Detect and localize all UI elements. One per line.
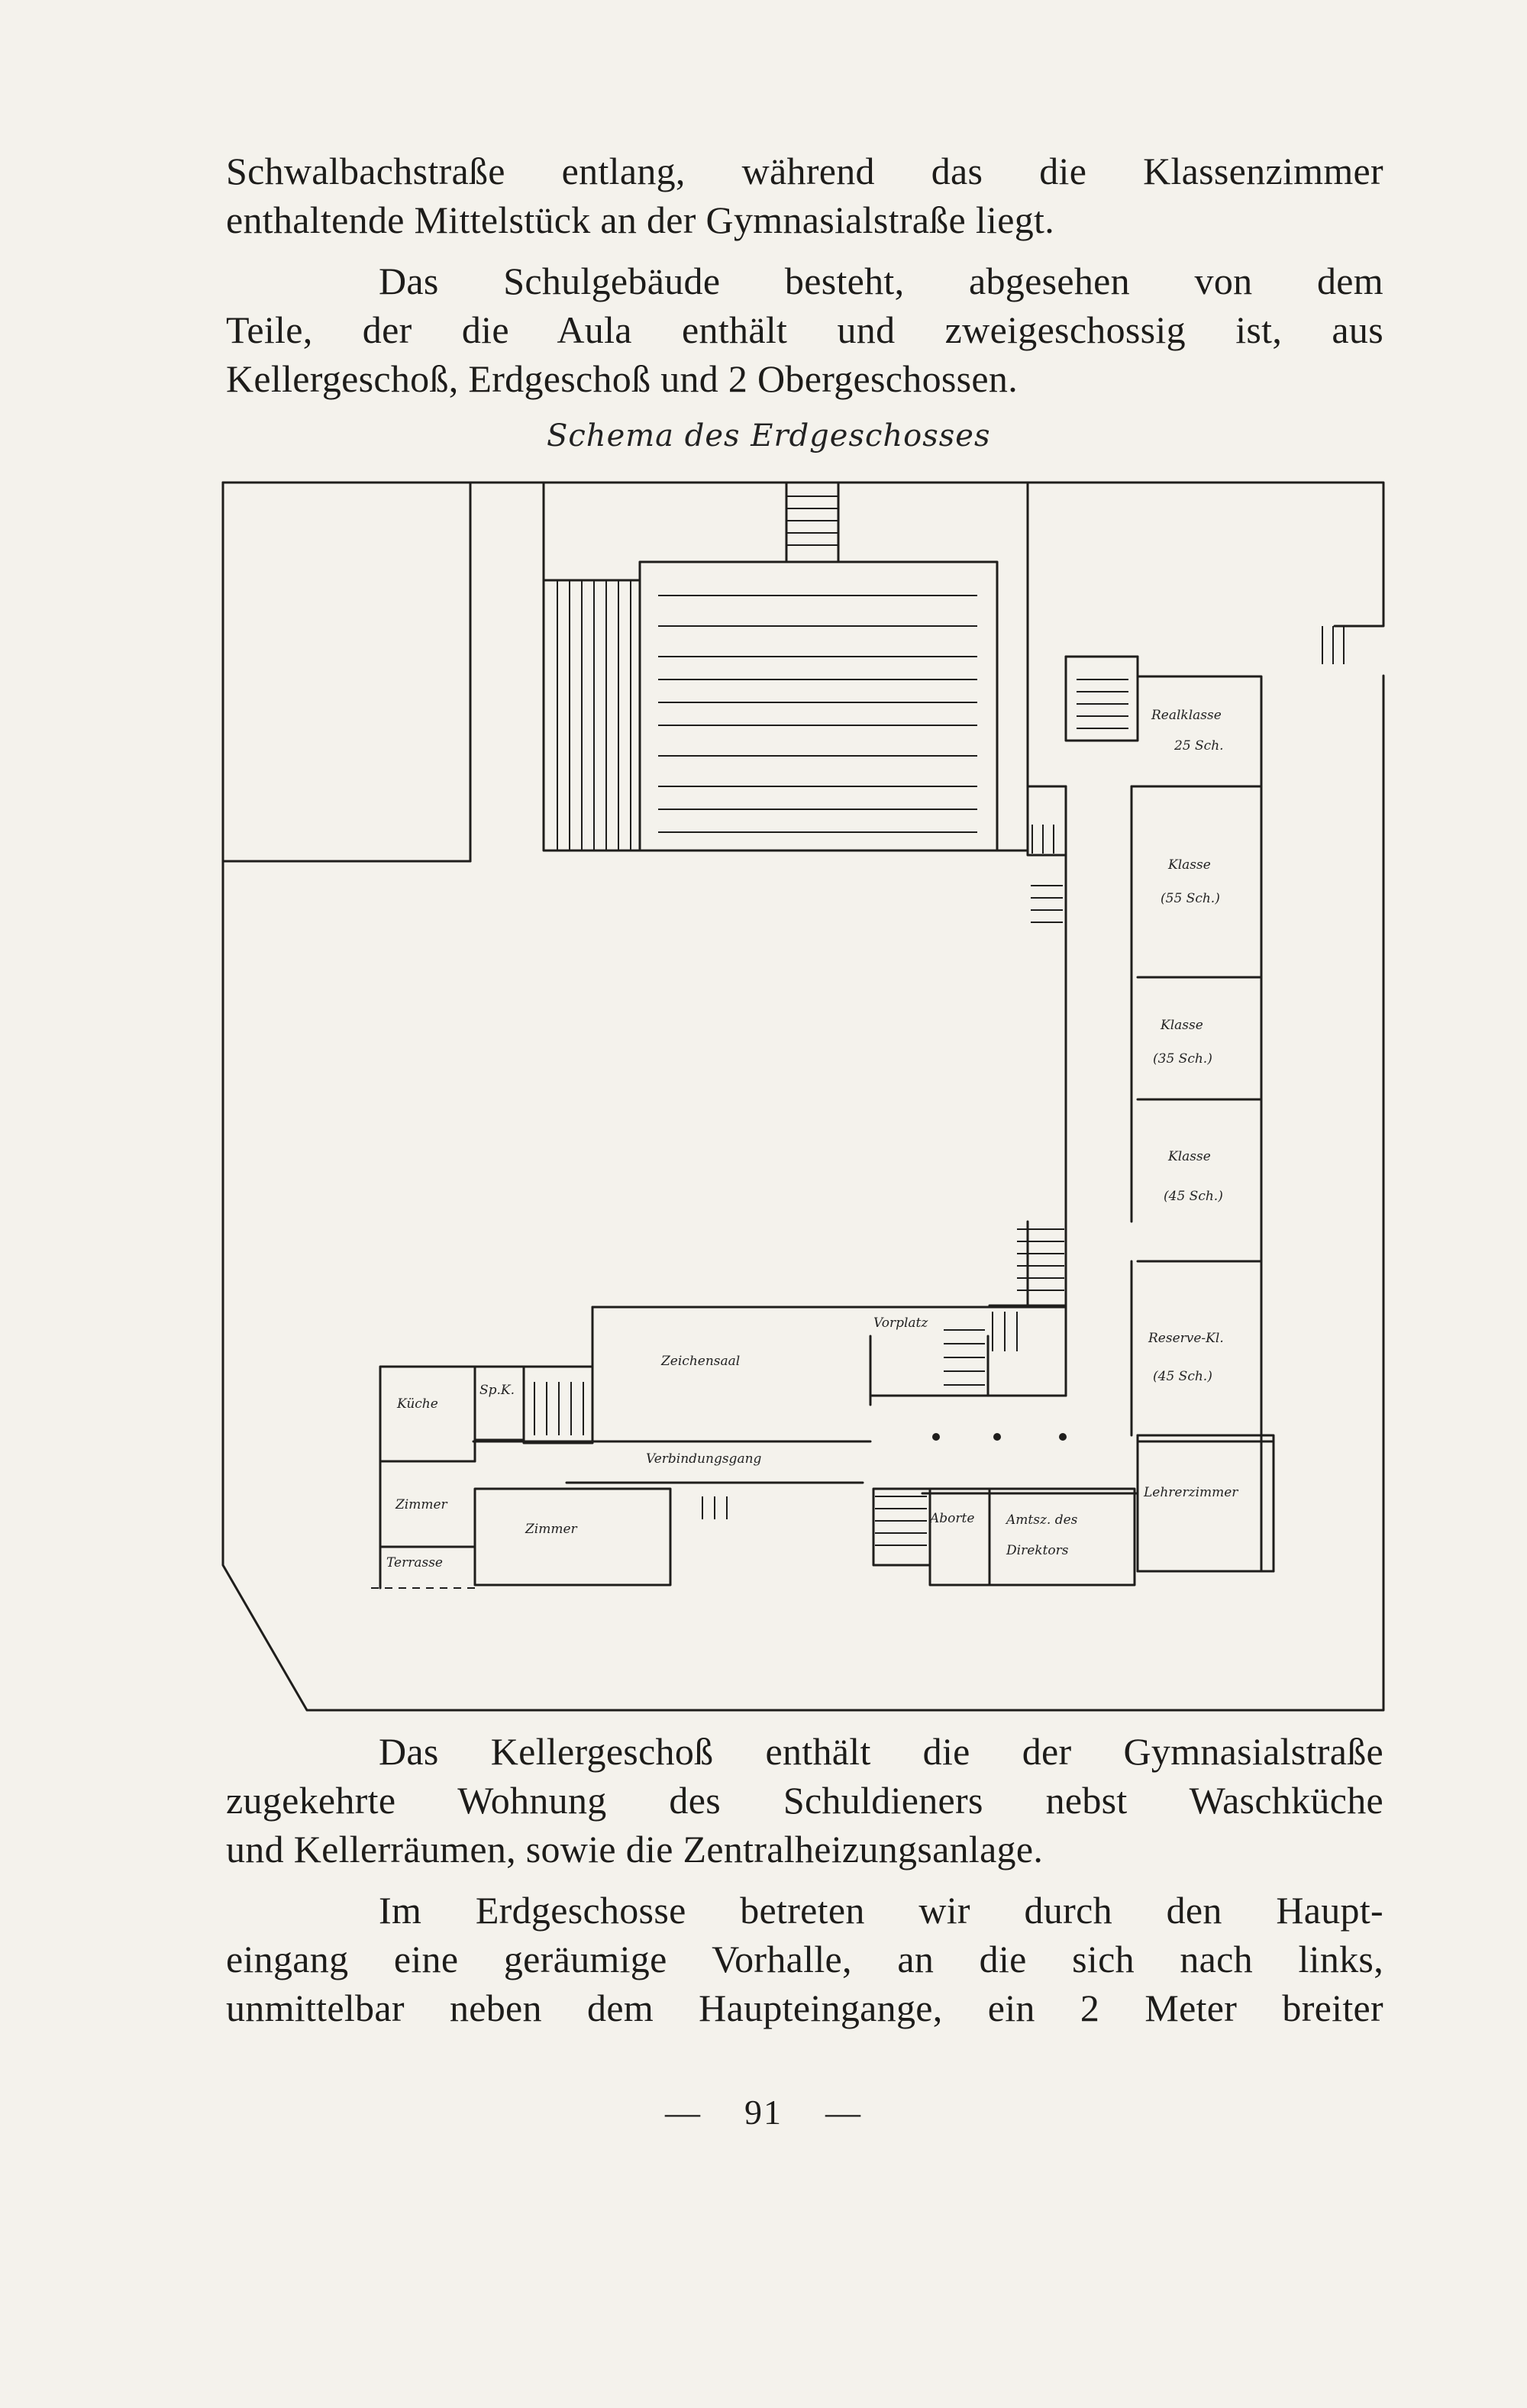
label-speisekammer: Sp.K. bbox=[479, 1383, 515, 1398]
paragraph-3: Das Kellergeschoß enthält die der Gymnas… bbox=[226, 1727, 1383, 1874]
speisekammer-room bbox=[473, 1365, 525, 1441]
label-klasse-3-size: (45 Sch.) bbox=[1164, 1189, 1223, 1204]
paragraph-4: Im Erdgeschosse betreten wir durch den H… bbox=[226, 1886, 1383, 2032]
lehrerzimmer-room bbox=[1136, 1440, 1275, 1573]
label-vorplatz: Vorplatz bbox=[873, 1315, 928, 1331]
text-line: Im Erdgeschosse betreten wir durch den H… bbox=[379, 1889, 1383, 1932]
label-klasse-3: Klasse bbox=[1167, 1149, 1211, 1164]
label-aborte: Aborte bbox=[928, 1511, 974, 1526]
label-amtszimmer: Amtsz. des bbox=[1005, 1512, 1078, 1528]
text-line: eingang eine geräumige Vorhalle, an die … bbox=[226, 1938, 1383, 1980]
label-reserve: Reserve-Kl. bbox=[1148, 1331, 1224, 1346]
plan-caption: Schema des Erdgeschosses bbox=[547, 418, 991, 454]
direktor-room bbox=[988, 1487, 1136, 1587]
label-direktor: Direktors bbox=[1006, 1543, 1069, 1558]
paragraph-1: Schwalbachstraße entlang, während das di… bbox=[226, 147, 1383, 244]
page-number-line: — 91 — bbox=[0, 2092, 1527, 2132]
aula-stair bbox=[785, 481, 840, 563]
kueche-room bbox=[379, 1365, 476, 1463]
text-line: zugekehrte Wohnung des Schuldieners nebs… bbox=[226, 1779, 1383, 1822]
site-outline bbox=[221, 481, 1385, 1712]
label-zimmer-1: Zimmer bbox=[395, 1497, 448, 1512]
label-lehrerzimmer: Lehrerzimmer bbox=[1143, 1485, 1238, 1500]
text-line: Das Kellergeschoß enthält die der Gymnas… bbox=[379, 1730, 1383, 1773]
aula-hall bbox=[638, 560, 999, 852]
label-realklasse: Realklasse bbox=[1151, 708, 1222, 723]
dash-right: — bbox=[825, 2093, 862, 2132]
paragraph-2: Das Schulgebäude besteht, abgesehen von … bbox=[226, 257, 1383, 403]
label-klasse-1-size: (55 Sch.) bbox=[1161, 891, 1220, 906]
label-klasse-2-size: (35 Sch.) bbox=[1153, 1051, 1212, 1067]
label-reserve-size: (45 Sch.) bbox=[1153, 1369, 1212, 1384]
label-terrasse: Terrasse bbox=[386, 1555, 443, 1570]
text-line: Schwalbachstraße entlang, während das di… bbox=[226, 150, 1383, 192]
label-zimmer-2: Zimmer bbox=[525, 1522, 578, 1537]
label-klasse-1: Klasse bbox=[1167, 857, 1211, 873]
text-line: Das Schulgebäude besteht, abgesehen von … bbox=[379, 260, 1383, 302]
label-kueche: Küche bbox=[396, 1396, 438, 1412]
label-verbindungsgang: Verbindungsgang bbox=[646, 1451, 762, 1467]
text-line: enthaltende Mittelstück an der Gymnasial… bbox=[226, 199, 1055, 241]
dash-left: — bbox=[665, 2093, 702, 2132]
text-line: Kellergeschoß, Erdgeschoß und 2 Obergesc… bbox=[226, 357, 1018, 400]
label-klasse-2: Klasse bbox=[1160, 1018, 1203, 1033]
page-number: 91 bbox=[744, 2093, 783, 2132]
aborte-room bbox=[928, 1487, 991, 1587]
zimmer-room bbox=[473, 1487, 672, 1587]
label-realklasse-size: 25 Sch. bbox=[1173, 738, 1224, 754]
text-line: Teile, der die Aula enthält und zweigesc… bbox=[226, 308, 1383, 351]
text-line: und Kellerräumen, sowie die Zentralheizu… bbox=[226, 1828, 1044, 1871]
main-stair bbox=[1064, 655, 1139, 742]
label-zeichensaal: Zeichensaal bbox=[660, 1354, 740, 1369]
site-top bbox=[221, 481, 1385, 628]
neighbour-building bbox=[221, 481, 472, 863]
text-line: unmittelbar neben dem Haupteingange, ein… bbox=[226, 1987, 1383, 2029]
